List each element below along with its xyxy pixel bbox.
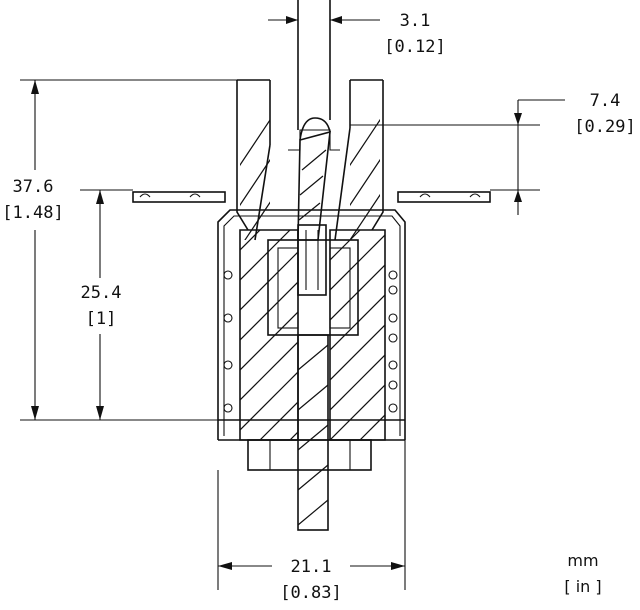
units-legend: mm [ in ] <box>564 551 601 596</box>
center-pin <box>297 0 331 531</box>
dim-pin-width-in: [0.12] <box>384 37 445 57</box>
dim-top-height: 7.4 [0.29] <box>514 91 636 215</box>
top-housing <box>236 79 384 241</box>
mounting-flange <box>132 191 491 203</box>
unit-secondary: [ in ] <box>564 577 601 596</box>
dim-pin-width: 3.1 [0.12] <box>268 11 446 57</box>
bottom-nut <box>247 439 372 471</box>
dim-body-width-in: [0.83] <box>280 583 341 603</box>
dim-overall-height: 37.6 [1.48] <box>0 80 70 420</box>
dim-top-height-in: [0.29] <box>574 117 635 137</box>
dim-body-height-mm: 25.4 <box>81 283 122 303</box>
dim-body-height: 25.4 [1] <box>72 190 130 420</box>
unit-primary: mm <box>567 551 598 570</box>
spring-coils <box>223 270 398 413</box>
dim-body-width: 21.1 [0.83] <box>218 557 405 603</box>
dim-body-height-in: [1] <box>86 309 117 329</box>
dim-pin-width-mm: 3.1 <box>400 11 431 31</box>
dim-overall-height-mm: 37.6 <box>13 177 54 197</box>
dim-top-height-mm: 7.4 <box>590 91 621 111</box>
dim-overall-height-in: [1.48] <box>2 203 63 223</box>
dim-body-width-mm: 21.1 <box>291 557 332 577</box>
extension-lines <box>20 79 540 590</box>
